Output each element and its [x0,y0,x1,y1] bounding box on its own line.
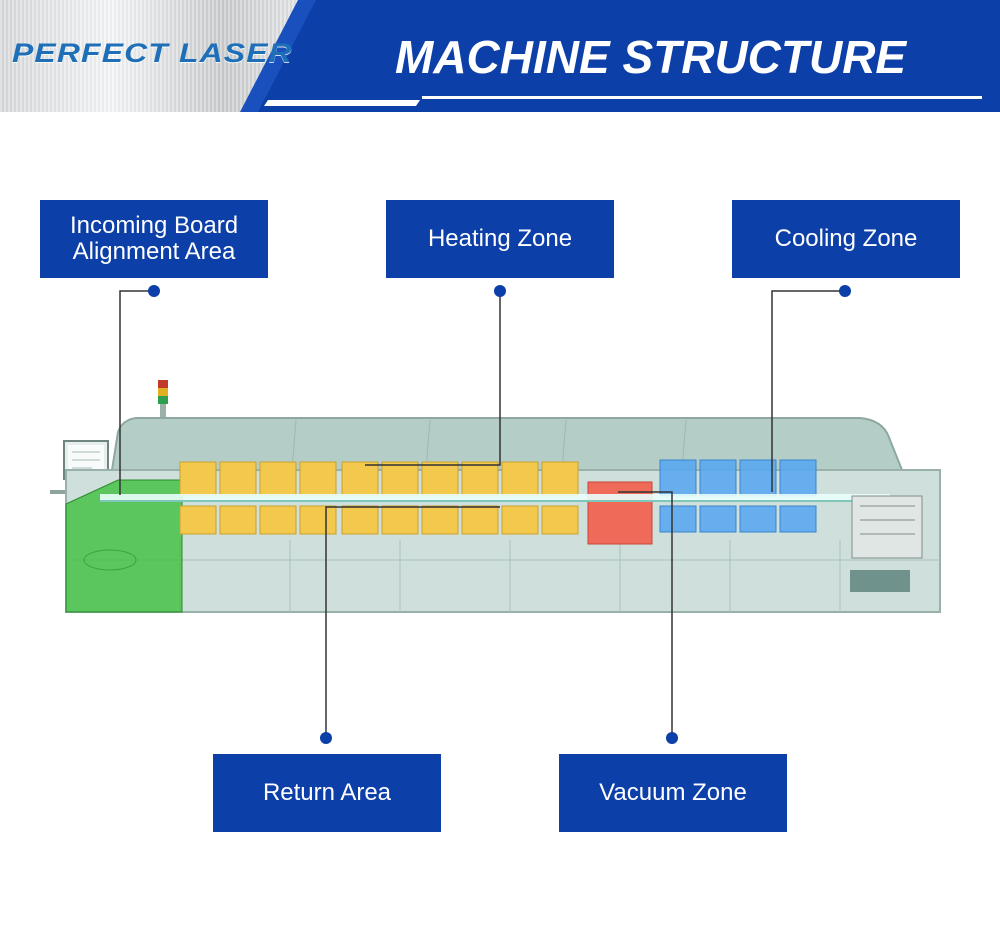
heating-connector [365,291,501,466]
label-vacuum-zone: Vacuum Zone [559,754,787,832]
banner-shape [240,0,1000,112]
logo-background [0,0,320,112]
heating-dot [494,285,506,297]
label-return-area: Return Area [213,754,441,832]
return-connector [325,506,500,738]
cooling-dot [839,285,851,297]
conveyor-rail [100,494,890,500]
brand-logo: PERFECT LASER [12,38,293,68]
incoming-dot [148,285,160,297]
page-title: MACHINE STRUCTURE [395,31,907,83]
signal-tower-icon [158,380,168,420]
exit-unit-icon [850,495,923,592]
vacuum-dot [666,732,678,744]
return-dot [320,732,332,744]
label-heating-zone: Heating Zone [386,200,614,278]
label-incoming-board-alignment-area: Incoming Board Alignment Area [40,200,268,278]
cooling-connector [771,290,845,492]
incoming-zone-block [65,479,183,613]
heating-zone-blocks [179,461,579,535]
label-cooling-zone: Cooling Zone [732,200,960,278]
cooling-zone-blocks [659,459,817,533]
incoming-connector [119,290,154,495]
header-banner: PERFECT LASER MACHINE STRUCTURE [0,0,1000,112]
vacuum-connector [618,491,673,738]
